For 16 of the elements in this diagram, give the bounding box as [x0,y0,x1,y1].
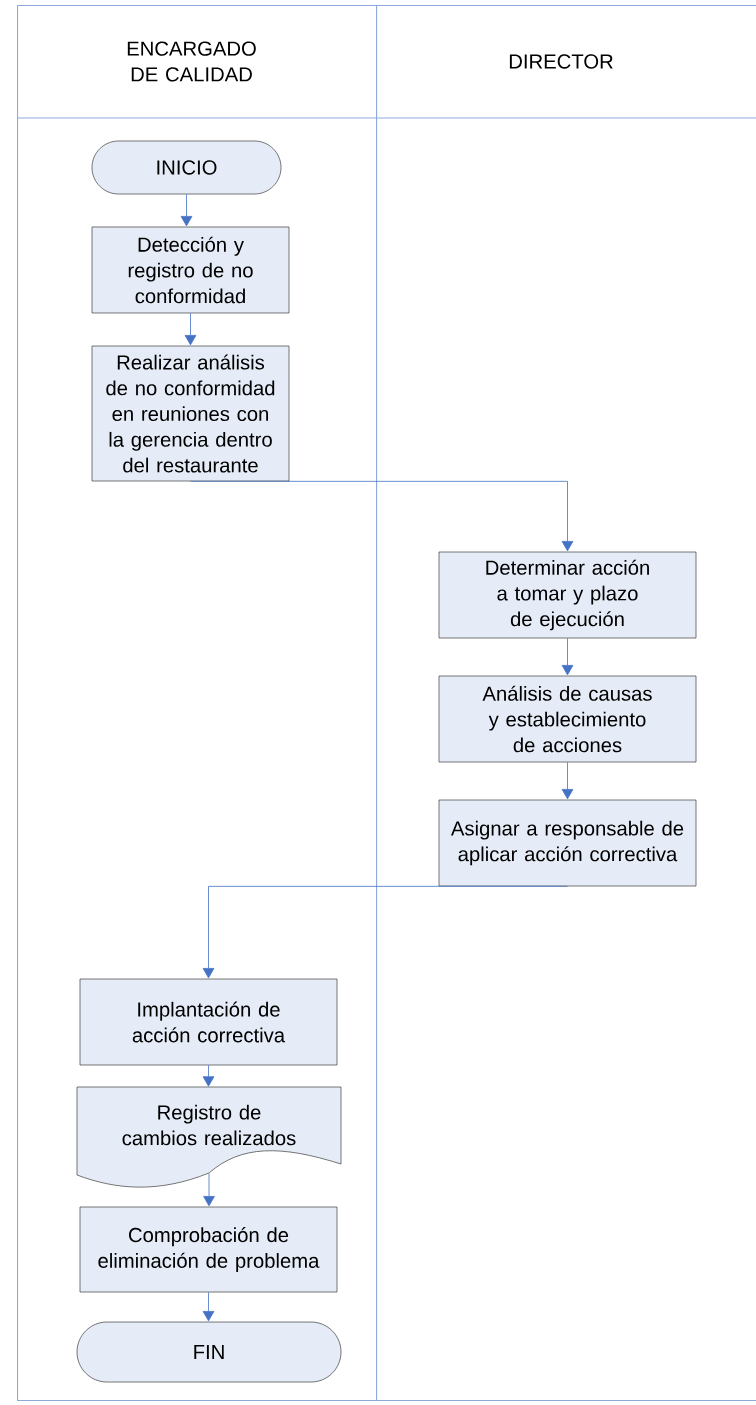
arrow [203,1173,215,1207]
process-box: Determinar acción a tomar y plazo de ejecución [438,551,697,639]
process-box: Análisis de causas y establecimiento de acciones [438,675,697,763]
process-box: Comprobación de eliminación de problema [79,1206,338,1293]
arrow [202,885,568,979]
process-box: Detección y registro de no conformidad [91,226,290,314]
arrow [190,480,574,552]
process-box: Realizar análisis de no conformidad en reuniones con la gerencia dentro del restaurante [91,345,290,482]
arrow [561,637,574,676]
arrow [184,312,197,346]
arrow [202,1291,215,1322]
process-box: Asignar a responsable de aplicar acción correctiva [438,799,697,887]
arrow [180,193,193,227]
process-box: Implantación de acción correctiva [79,978,338,1066]
arrow [202,1064,215,1087]
arrow [561,761,574,800]
